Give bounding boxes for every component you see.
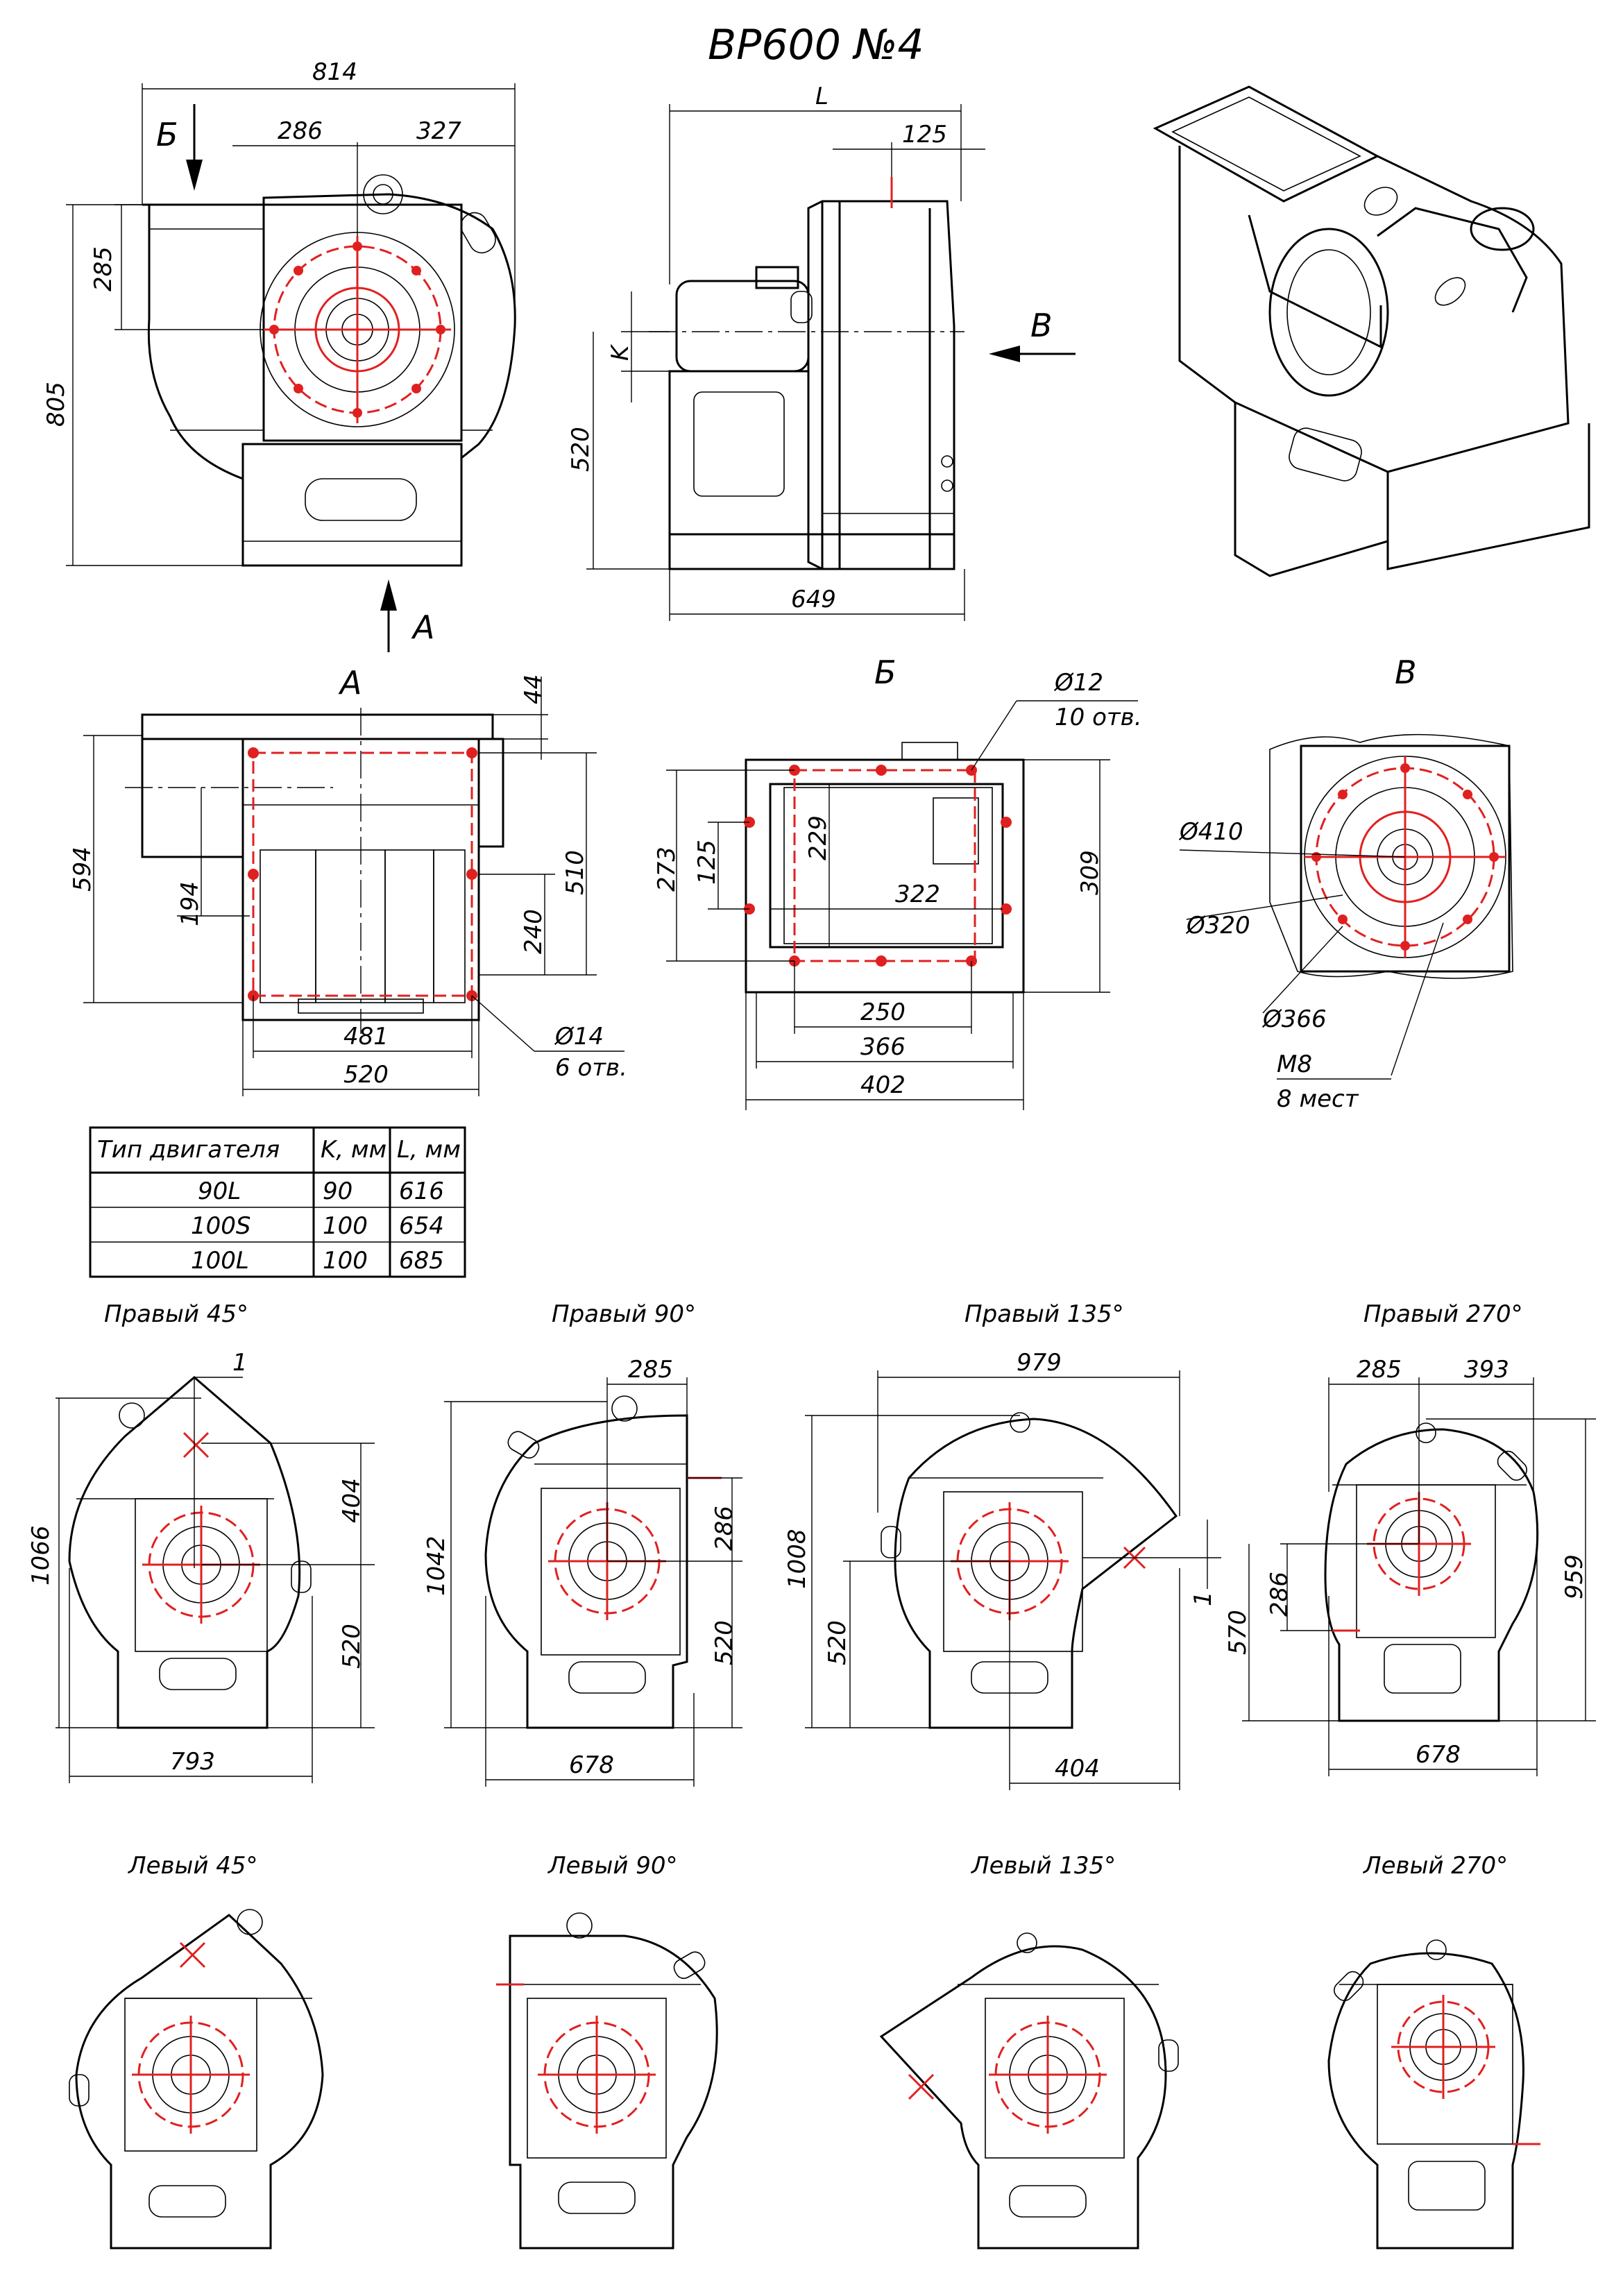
dim-1008: 1008 — [783, 1529, 811, 1589]
dim-194: 194 — [176, 881, 204, 926]
table-cell: 100L — [191, 1247, 249, 1275]
dim-285: 285 — [90, 246, 117, 291]
table-cell: 100 — [323, 1212, 368, 1240]
thread-count: 8 мест — [1277, 1085, 1359, 1113]
table-cell: 90 — [323, 1177, 352, 1205]
arrow-a-label: А — [411, 609, 434, 646]
hole-count-a: 6 отв. — [555, 1054, 627, 1082]
dim-814: 814 — [312, 58, 357, 86]
dim-K: K — [606, 343, 634, 361]
table-cell: 100 — [323, 1247, 368, 1275]
dim-1042: 1042 — [423, 1536, 450, 1596]
variant-left-270: Левый 270° — [1327, 1852, 1540, 2250]
table-cell: 616 — [399, 1177, 444, 1205]
dim-959: 959 — [1561, 1554, 1588, 1599]
dim-649: 649 — [791, 586, 836, 613]
variant-right-135: Правый 135° 979 1008 520 1 404 — [783, 1300, 1221, 1790]
dim-404-r135: 404 — [1055, 1755, 1100, 1783]
dim-286-r270: 286 — [1266, 1572, 1293, 1617]
dim-805: 805 — [42, 382, 70, 427]
dim-402: 402 — [860, 1071, 906, 1099]
dim-309: 309 — [1076, 850, 1104, 895]
section-v-label: В — [1395, 654, 1417, 691]
dim-481: 481 — [343, 1023, 389, 1051]
dim-1066: 1066 — [27, 1525, 55, 1585]
variant-label: Правый 270° — [1363, 1300, 1523, 1328]
variant-left-135: Левый 135° — [879, 1852, 1179, 2250]
variant-label: Левый 90° — [547, 1852, 678, 1880]
variant-left-45: Левый 45° — [69, 1852, 324, 2250]
variant-label: Левый 135° — [970, 1852, 1116, 1880]
isometric-view — [1153, 85, 1590, 577]
dim-229: 229 — [804, 815, 832, 860]
variant-label: Левый 270° — [1362, 1852, 1508, 1880]
section-b: Б Ø12 10 отв. 273 125 229 322 309 — [653, 654, 1142, 1110]
dim-286: 286 — [278, 117, 323, 145]
hole-dia-b: Ø12 — [1053, 669, 1103, 697]
variant-label: Левый 45° — [127, 1852, 258, 1880]
dia-410: Ø410 — [1178, 818, 1243, 846]
dim-520: 520 — [567, 427, 595, 472]
dim-793: 793 — [170, 1748, 215, 1776]
dim-678-r270: 678 — [1416, 1741, 1461, 1769]
dim-366b: 366 — [860, 1033, 906, 1061]
table-header-l: L, мм — [397, 1136, 461, 1164]
dim-1-r135: 1 — [1189, 1591, 1217, 1606]
dim-594: 594 — [69, 847, 96, 892]
table-cell: 654 — [399, 1212, 444, 1240]
variant-left-90: Левый 90° — [496, 1852, 718, 2250]
variant-label: Правый 90° — [552, 1300, 696, 1328]
thread-m8: М8 — [1277, 1051, 1312, 1078]
dim-979: 979 — [1017, 1349, 1062, 1377]
hole-dia-a: Ø14 — [554, 1023, 604, 1051]
arrow-v-label: В — [1030, 307, 1053, 344]
dim-1: 1 — [232, 1349, 248, 1377]
variant-right-45: Правый 45° 1066 1 404 520 793 — [27, 1300, 375, 1783]
variant-label: Правый 135° — [965, 1300, 1124, 1328]
variant-right-270: Правый 270° 285 286 570 959 678 393 — [1224, 1300, 1596, 1776]
table-cell: 90L — [198, 1177, 241, 1205]
variant-label: Правый 45° — [104, 1300, 248, 1328]
section-b-label: Б — [874, 654, 897, 691]
dim-327: 327 — [416, 117, 461, 145]
dim-285-r270: 285 — [1357, 1356, 1402, 1384]
arrow-b-label: Б — [156, 116, 178, 153]
dim-570: 570 — [1224, 1610, 1252, 1655]
dim-273: 273 — [653, 847, 681, 892]
dim-520-r45: 520 — [338, 1624, 366, 1669]
variant-right-90: Правый 90° 1042 285 286 520 678 — [423, 1300, 742, 1787]
table-header-k: K, мм — [321, 1136, 386, 1164]
table-cell: 685 — [399, 1247, 444, 1275]
table-header-motor: Тип двигателя — [97, 1136, 280, 1164]
section-a-label: А — [338, 664, 362, 701]
dim-510: 510 — [561, 850, 589, 895]
dim-520-r135: 520 — [824, 1620, 851, 1665]
dim-393: 393 — [1464, 1356, 1509, 1384]
dim-L: L — [815, 83, 829, 110]
table-cell: 100S — [191, 1212, 250, 1240]
dim-286-r90: 286 — [711, 1506, 738, 1551]
hole-count-b: 10 отв. — [1055, 704, 1142, 731]
section-v: В Ø410 Ø320 Ø366 М8 8 мест — [1178, 654, 1513, 1113]
dim-404: 404 — [338, 1478, 366, 1523]
dim-520a: 520 — [343, 1061, 389, 1089]
side-view: L 125 K 520 649 В — [567, 83, 1076, 621]
motor-table: Тип двигателя K, мм L, мм 90L 90 616 100… — [89, 1126, 466, 1278]
dim-520-r90: 520 — [711, 1620, 738, 1665]
dim-240: 240 — [520, 909, 547, 954]
dia-320: Ø320 — [1185, 912, 1250, 939]
section-a: А 44 594 194 510 — [69, 664, 627, 1096]
main-front-view: 814 286 327 285 805 Б А — [42, 58, 516, 652]
drawing-title: ВР600 №4 — [708, 21, 924, 69]
dia-366: Ø366 — [1261, 1005, 1327, 1033]
dim-285-r90: 285 — [628, 1356, 673, 1384]
dim-322: 322 — [895, 881, 940, 908]
dim-678-r90: 678 — [569, 1751, 614, 1779]
dim-250: 250 — [860, 998, 906, 1026]
dim-125b: 125 — [693, 840, 721, 885]
dim-44: 44 — [520, 674, 547, 704]
dim-125: 125 — [902, 121, 947, 148]
